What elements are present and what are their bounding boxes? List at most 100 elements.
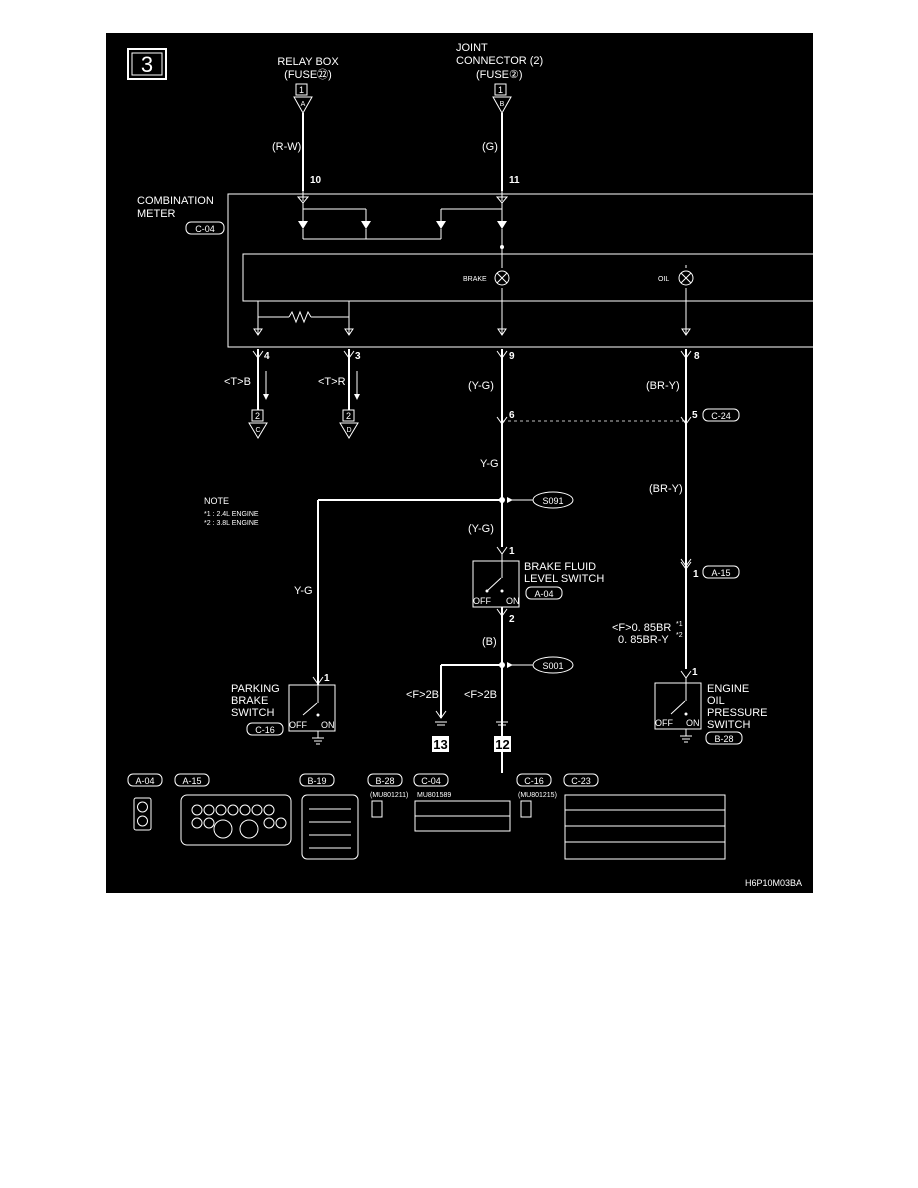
relay-wire-color: (R-W) xyxy=(272,141,301,153)
pin-11: 11 xyxy=(509,175,520,186)
brake-lamp: BRAKE xyxy=(463,254,510,301)
pin-6: 6 xyxy=(509,410,515,421)
s091-label: S091 xyxy=(542,496,563,506)
park-label-2: BRAKE xyxy=(231,695,268,707)
a15-connector: 1 A-15 xyxy=(680,558,740,580)
oil-note-2: 0. 85BR-Y xyxy=(618,634,669,646)
meter-resistor xyxy=(253,301,691,336)
brake-wire-color-2: Y-G xyxy=(480,458,499,470)
brake-wire-color-1: (Y-G) xyxy=(468,380,494,392)
pin-5: 5 xyxy=(692,410,698,421)
combination-meter: COMBINATION METER C-04 xyxy=(137,193,813,348)
connector-views: A-04 A-15 B-19 B-28 (MU801211) C-04 MU80… xyxy=(127,773,726,860)
pin-9: 9 xyxy=(509,351,515,362)
meter-internal-wiring xyxy=(296,191,509,254)
parking-brake-switch: 1 OFF ON PARKING BRAKE SWITCH C-16 xyxy=(231,673,336,745)
a15-label: A-15 xyxy=(711,568,730,578)
splice-s001: S001 xyxy=(440,656,574,718)
cv-c16-part: (MU801215) xyxy=(518,792,557,799)
a15-pin: 1 xyxy=(693,569,699,580)
branch-tr: <T>R 2 D xyxy=(318,371,360,439)
oil-pressure-switch: 1 OFF ON ENGINE OIL PRESSURE SWITCH B-28 xyxy=(654,667,768,745)
ground-left: <F>2B 13 xyxy=(406,689,449,752)
c24-connector: 6 5 C-24 xyxy=(496,408,740,425)
branch-tr-pin: D xyxy=(346,427,351,434)
branch-tb: <T>B 2 C xyxy=(224,371,269,439)
note-block: NOTE *1 : 2.4L ENGINE *2 : 3.8L ENGINE xyxy=(204,496,259,527)
pin-10: 10 xyxy=(310,175,322,186)
oil-sw-pin: 1 xyxy=(692,667,698,678)
park-label-1: PARKING xyxy=(231,683,280,695)
park-wire-color: Y-G xyxy=(294,585,313,597)
joint-fuse: (FUSE②) xyxy=(476,69,523,81)
meter-connector: C-04 xyxy=(195,224,215,234)
bfs-label-1: BRAKE FLUID xyxy=(524,561,596,573)
oil-sw-label-1: ENGINE xyxy=(707,683,749,695)
ground-right-ref: 12 xyxy=(495,737,509,752)
oil-lamp-label: OIL xyxy=(658,276,669,283)
park-off: OFF xyxy=(289,720,307,730)
cv-b19: B-19 xyxy=(307,776,326,786)
s001-label: S001 xyxy=(542,661,563,671)
sheet-number: 3 xyxy=(141,52,153,77)
cv-c23: C-23 xyxy=(571,776,591,786)
park-on: ON xyxy=(321,720,335,730)
bfs-label-2: LEVEL SWITCH xyxy=(524,573,604,585)
branch-tb-label: <T>B xyxy=(224,376,251,388)
oil-sw-label-2: OIL xyxy=(707,695,725,707)
note-title: NOTE xyxy=(204,496,229,506)
oil-sw-conn: B-28 xyxy=(714,734,733,744)
brake-lamp-label: BRAKE xyxy=(463,276,487,283)
cv-c04-part: MU801589 xyxy=(417,792,451,799)
joint-wire-color: (G) xyxy=(482,141,498,153)
oil-wire-notes: <F>0. 85BR *1 0. 85BR-Y *2 xyxy=(612,621,683,646)
oil-sw-off: OFF xyxy=(655,718,673,728)
ground-left-ref: 13 xyxy=(433,737,447,752)
relay-box-source: RELAY BOX (FUSE㉒) 1 A xyxy=(277,56,339,115)
cv-c04: C-04 xyxy=(421,776,441,786)
relay-box-label: RELAY BOX xyxy=(277,56,339,68)
oil-wire-color-2: (BR-Y) xyxy=(649,483,683,495)
ground-right: <F>2B 12 xyxy=(464,689,511,752)
figure-code: H6P10M03BA xyxy=(745,878,802,888)
wiring-diagram: 3 RELAY BOX (FUSE㉒) 1 A JOINT CONNECTOR … xyxy=(127,42,813,888)
note-line-1: *1 : 2.4L ENGINE xyxy=(204,511,259,518)
bfs-conn: A-04 xyxy=(534,589,553,599)
oil-sw-on: ON xyxy=(686,718,700,728)
meter-diodes xyxy=(298,221,507,249)
cv-b28: B-28 xyxy=(375,776,394,786)
oil-lamp: OIL xyxy=(658,265,694,301)
cv-c16: C-16 xyxy=(524,776,544,786)
meter-output-wires xyxy=(257,349,687,669)
c24-label: C-24 xyxy=(711,411,731,421)
branch-tb-pin: C xyxy=(255,427,260,434)
joint-pin: B xyxy=(500,101,505,108)
cv-a04: A-04 xyxy=(135,776,154,786)
brake-fluid-level-switch: 1 OFF ON BRAKE FLUID LEVEL SWITCH A-04 2 xyxy=(472,546,604,773)
pin-3: 3 xyxy=(355,351,361,362)
park-conn: C-16 xyxy=(255,725,275,735)
oil-note-star-1: *1 xyxy=(676,621,683,628)
cv-a15: A-15 xyxy=(182,776,201,786)
park-pin: 1 xyxy=(324,673,330,684)
switch-out-wire-color: (B) xyxy=(482,636,497,648)
splice-s091: S091 xyxy=(317,491,574,685)
branch-tr-conn: 2 xyxy=(346,411,351,421)
relay-box-conn: 1 xyxy=(299,85,304,95)
ground-right-wire: <F>2B xyxy=(464,689,497,701)
pin-8: 8 xyxy=(694,351,700,362)
ground-left-wire: <F>2B xyxy=(406,689,439,701)
joint-label-1: JOINT xyxy=(456,42,488,54)
oil-sw-label-4: SWITCH xyxy=(707,719,750,731)
brake-wire-color-3: (Y-G) xyxy=(468,523,494,535)
bfs-off: OFF xyxy=(473,596,491,606)
pin-4: 4 xyxy=(264,351,270,362)
meter-label-2: METER xyxy=(137,208,176,220)
top-wires xyxy=(302,113,503,191)
wiring-diagram-panel: 3 RELAY BOX (FUSE㉒) 1 A JOINT CONNECTOR … xyxy=(106,33,813,893)
sheet-number-box: 3 xyxy=(127,48,167,80)
meter-label-1: COMBINATION xyxy=(137,195,214,207)
branch-tr-label: <T>R xyxy=(318,376,346,388)
park-label-3: SWITCH xyxy=(231,707,274,719)
relay-box-pin: A xyxy=(301,101,306,108)
